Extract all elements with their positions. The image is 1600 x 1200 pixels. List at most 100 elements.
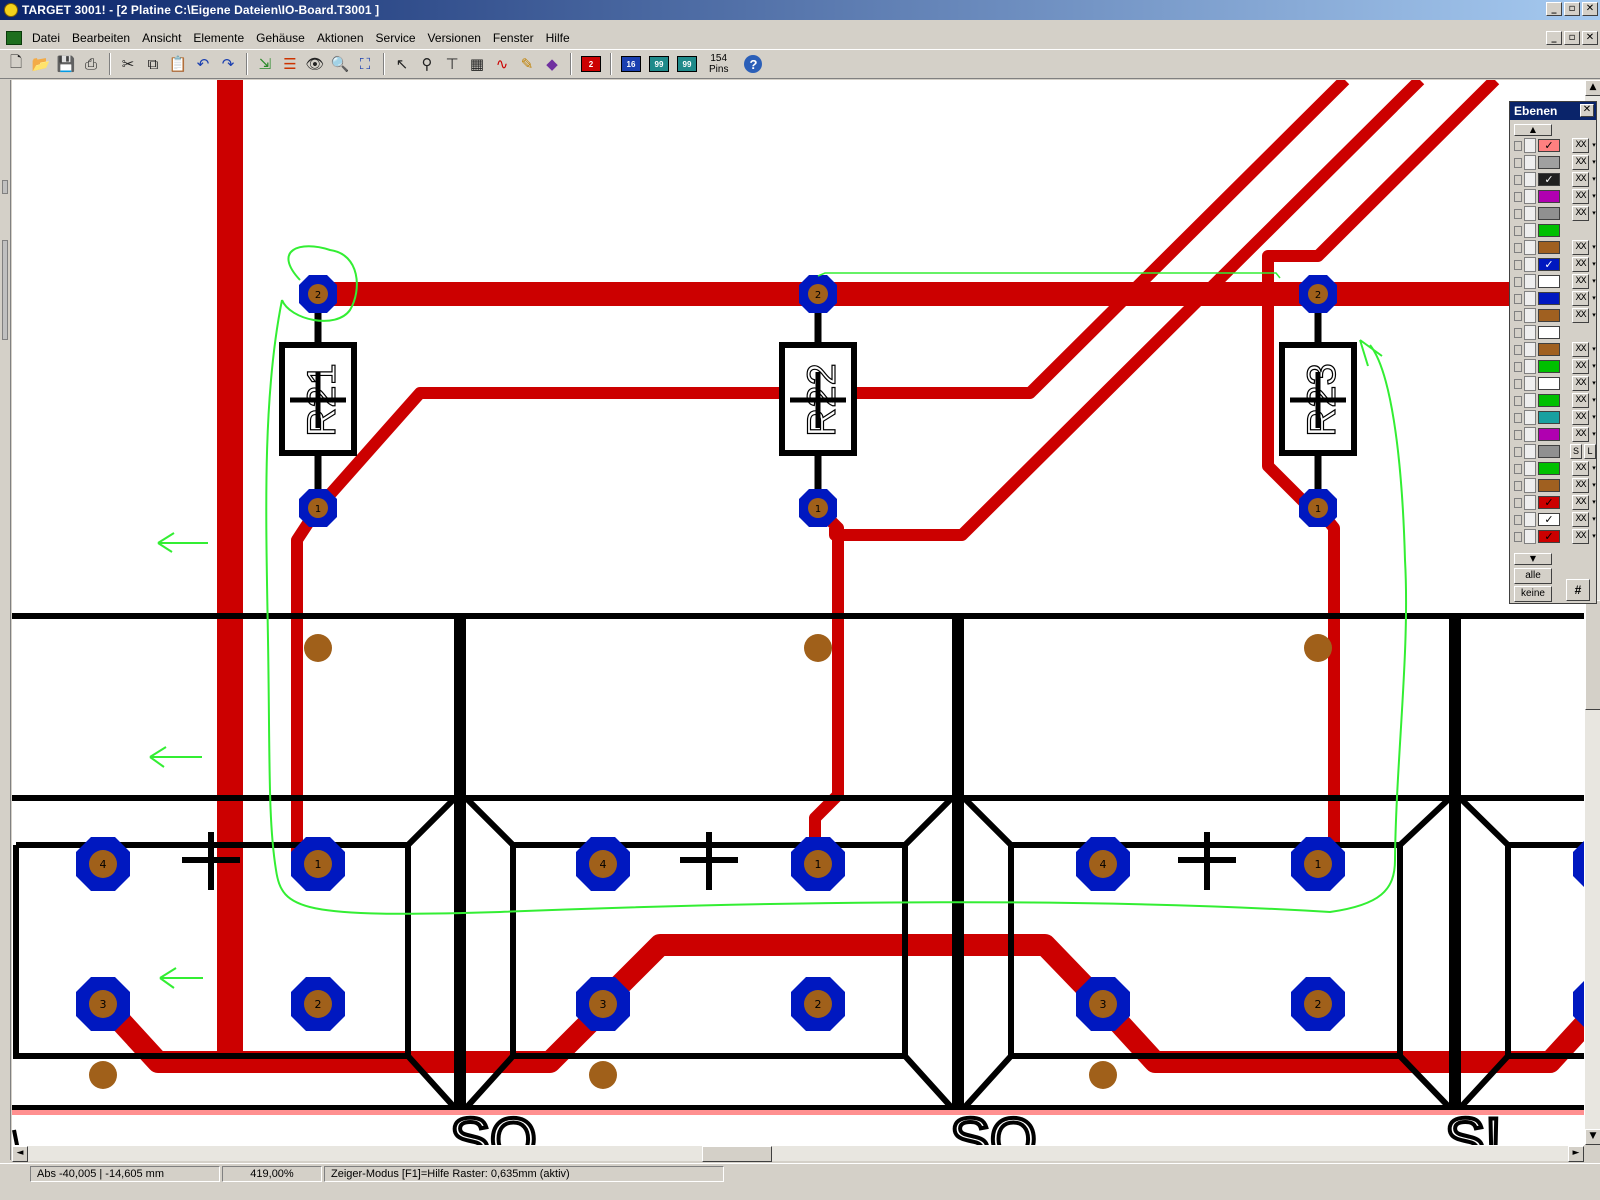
layer-row-marker[interactable] <box>1514 311 1522 321</box>
layer-fill-mode-button[interactable]: XX <box>1572 495 1589 510</box>
layer-line-button[interactable]: L <box>1584 444 1596 459</box>
layer-row-marker[interactable] <box>1514 447 1522 457</box>
layers-scroll-down-button[interactable]: ▼ <box>1514 553 1552 565</box>
pcb-drawing[interactable]: R21 R22 R23 2 1 2 1 2 1 <box>12 80 1584 1145</box>
layers-grid-button[interactable]: # <box>1566 579 1590 601</box>
layer-row[interactable]: XX▾ <box>1514 291 1596 307</box>
drc-icon[interactable]: ◆ <box>546 55 558 73</box>
layer-fill-mode-button[interactable]: XX <box>1572 172 1589 187</box>
layer-color-swatch[interactable]: ✓ <box>1538 173 1560 186</box>
layer-button-2[interactable]: 2 <box>581 56 601 72</box>
layer-visibility-checkbox[interactable] <box>1524 172 1536 187</box>
layer-color-swatch[interactable] <box>1538 156 1560 169</box>
binoculars-icon[interactable]: ⚲ <box>421 55 433 73</box>
layer-fill-mode-button[interactable]: XX <box>1572 240 1589 255</box>
layer-row[interactable]: XX▾ <box>1514 240 1596 256</box>
layer-row[interactable]: XX▾ <box>1514 342 1596 358</box>
restore-button[interactable]: ▫ <box>1564 2 1580 16</box>
paste-icon[interactable]: 📋 <box>168 55 188 73</box>
layer-row[interactable]: XX▾ <box>1514 274 1596 290</box>
menu-datei[interactable]: Datei <box>32 31 61 45</box>
layer-visibility-checkbox[interactable] <box>1524 342 1536 357</box>
redo-icon[interactable]: ↷ <box>221 55 235 73</box>
new-icon[interactable]: 🗋 <box>9 52 23 71</box>
measure-icon[interactable]: ⊤ <box>445 55 459 73</box>
layer-fill-mode-dropdown-icon[interactable]: ▾ <box>1592 413 1596 421</box>
layer-row-marker[interactable] <box>1514 175 1522 185</box>
layer-visibility-checkbox[interactable] <box>1524 240 1536 255</box>
layer-visibility-checkbox[interactable] <box>1524 376 1536 391</box>
layer-visibility-checkbox[interactable] <box>1524 410 1536 425</box>
close-button[interactable]: ✕ <box>1582 2 1598 16</box>
layer-fill-mode-dropdown-icon[interactable]: ▾ <box>1592 430 1596 438</box>
layer-row-marker[interactable] <box>1514 260 1522 270</box>
layer-fill-mode-dropdown-icon[interactable]: ▾ <box>1592 311 1596 319</box>
layer-color-swatch[interactable] <box>1538 428 1560 441</box>
layer-row-marker[interactable] <box>1514 294 1522 304</box>
layer-color-swatch[interactable]: ✓ <box>1538 139 1560 152</box>
layer-color-swatch[interactable] <box>1538 445 1560 458</box>
zoom-icon[interactable]: 🔍 <box>330 55 350 73</box>
layer-row-marker[interactable] <box>1514 192 1522 202</box>
layer-fill-mode-button[interactable]: XX <box>1572 359 1589 374</box>
layer-row-marker[interactable] <box>1514 430 1522 440</box>
layer-row-marker[interactable] <box>1514 277 1522 287</box>
vertical-scroll-thumb[interactable] <box>1585 600 1600 710</box>
layer-color-swatch[interactable] <box>1538 292 1560 305</box>
save-icon[interactable]: 💾 <box>56 55 76 73</box>
layer-visibility-checkbox[interactable] <box>1524 461 1536 476</box>
menu-fenster[interactable]: Fenster <box>492 31 534 45</box>
layer-visibility-checkbox[interactable] <box>1524 427 1536 442</box>
layer-row-marker[interactable] <box>1514 345 1522 355</box>
layer-color-swatch[interactable] <box>1538 377 1560 390</box>
layer-solid-button[interactable]: S <box>1570 444 1582 459</box>
layer-color-swatch[interactable] <box>1538 207 1560 220</box>
layer-visibility-checkbox[interactable] <box>1524 478 1536 493</box>
minimize-button[interactable]: _ <box>1546 2 1562 16</box>
layer-row[interactable]: XX▾ <box>1514 461 1596 477</box>
layer-fill-mode-button[interactable]: XX <box>1572 257 1589 272</box>
layer-fill-mode-button[interactable]: XX <box>1572 461 1589 476</box>
layer-fill-mode-dropdown-icon[interactable]: ▾ <box>1592 260 1596 268</box>
layer-color-swatch[interactable]: ✓ <box>1538 496 1560 509</box>
layer-fill-mode-button[interactable]: XX <box>1572 410 1589 425</box>
layer-fill-mode-button[interactable]: XX <box>1572 529 1589 544</box>
layer-row[interactable]: XX▾ <box>1514 359 1596 375</box>
layer-row-marker[interactable] <box>1514 379 1522 389</box>
layer-fill-mode-button[interactable]: XX <box>1572 274 1589 289</box>
layer-row[interactable]: ✓XX▾ <box>1514 138 1596 154</box>
layer-row[interactable]: ✓XX▾ <box>1514 495 1596 511</box>
print-icon[interactable]: ⎙ <box>84 55 97 73</box>
layer-fill-mode-button[interactable]: XX <box>1572 138 1589 153</box>
layer-row[interactable]: XX▾ <box>1514 189 1596 205</box>
layer-visibility-checkbox[interactable] <box>1524 359 1536 374</box>
menu-bearbeiten[interactable]: Bearbeiten <box>72 31 131 45</box>
pointer-icon[interactable]: ↖ <box>395 55 409 73</box>
layer-row-marker[interactable] <box>1514 362 1522 372</box>
layer-color-swatch[interactable] <box>1538 224 1560 237</box>
layer-fill-mode-button[interactable]: XX <box>1572 155 1589 170</box>
layer-color-swatch[interactable] <box>1538 343 1560 356</box>
layer-color-swatch[interactable] <box>1538 479 1560 492</box>
menu-versionen[interactable]: Versionen <box>427 31 481 45</box>
layer-row-marker[interactable] <box>1514 226 1522 236</box>
horizontal-scrollbar[interactable]: ◄ ► <box>12 1145 1584 1162</box>
layer-color-swatch[interactable] <box>1538 411 1560 424</box>
copy-icon[interactable]: ⧉ <box>147 55 159 73</box>
layer-color-swatch[interactable]: ✓ <box>1538 258 1560 271</box>
layer-row[interactable]: XX▾ <box>1514 427 1596 443</box>
horizontal-scroll-thumb[interactable] <box>702 1146 772 1162</box>
layer-color-swatch[interactable] <box>1538 394 1560 407</box>
layers-scroll-up-button[interactable]: ▲ <box>1514 124 1552 136</box>
layer-fill-mode-dropdown-icon[interactable]: ▾ <box>1592 396 1596 404</box>
layer-visibility-checkbox[interactable] <box>1524 512 1536 527</box>
scroll-right-button[interactable]: ► <box>1568 1146 1584 1162</box>
doc-minimize-button[interactable]: _ <box>1546 31 1562 45</box>
layer-color-swatch[interactable] <box>1538 275 1560 288</box>
layer-row-marker[interactable] <box>1514 328 1522 338</box>
layer-row[interactable]: XX▾ <box>1514 155 1596 171</box>
layer-fill-mode-button[interactable]: XX <box>1572 291 1589 306</box>
layer-fill-mode-button[interactable]: XX <box>1572 206 1589 221</box>
layer-row-marker[interactable] <box>1514 158 1522 168</box>
layer-fill-mode-button[interactable]: XX <box>1572 478 1589 493</box>
